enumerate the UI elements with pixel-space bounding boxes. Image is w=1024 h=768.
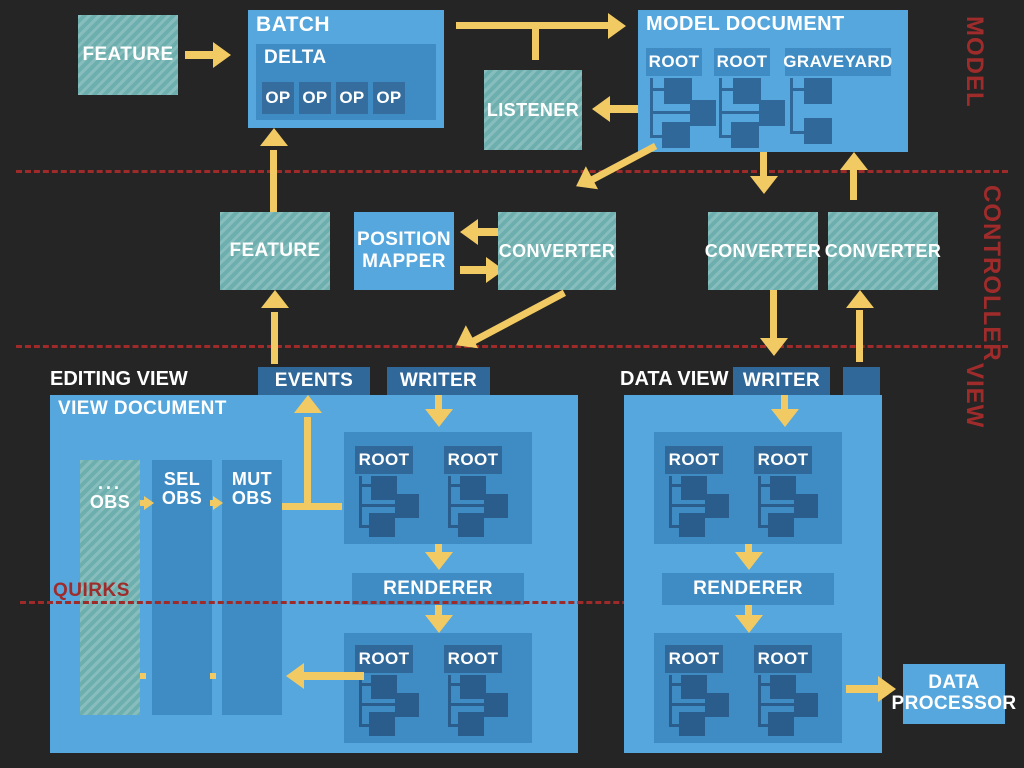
position-mapper-box[interactable]: POSITION MAPPER	[354, 212, 454, 290]
root-label: ROOT	[447, 649, 499, 669]
op-label: OP	[265, 88, 291, 108]
editing-dom-root-tree	[448, 675, 518, 736]
position-mapper-label: POSITION MAPPER	[357, 229, 451, 272]
delta-label: DELTA	[264, 47, 327, 68]
data-dom-root-box[interactable]: ROOT	[754, 645, 812, 673]
model-root-tree	[719, 78, 789, 148]
observer-box-other[interactable]: ... OBS	[80, 460, 140, 715]
data-root-box[interactable]: ROOT	[665, 446, 723, 474]
data-root-tree	[758, 476, 828, 537]
converter-label: CONVERTER	[498, 240, 616, 261]
editing-root-box[interactable]: ROOT	[444, 446, 502, 474]
model-document-label: MODEL DOCUMENT	[646, 13, 845, 35]
model-feature-box[interactable]: FEATURE	[78, 15, 178, 95]
batch-label: BATCH	[256, 13, 330, 36]
model-graveyard-label: GRAVEYARD	[783, 52, 893, 72]
listener-label: LISTENER	[486, 99, 580, 120]
model-root-label: ROOT	[648, 52, 700, 72]
editing-root-box[interactable]: ROOT	[355, 446, 413, 474]
controller-feature-box[interactable]: FEATURE	[220, 212, 330, 290]
editing-root-tree	[448, 476, 518, 537]
data-processor-box[interactable]: DATA PROCESSOR	[892, 664, 1016, 724]
root-label: ROOT	[757, 649, 809, 669]
op-box[interactable]: OP	[262, 82, 294, 114]
editing-writer-box[interactable]: WRITER	[387, 367, 490, 395]
data-view-extra-box[interactable]	[843, 367, 880, 395]
editing-view-title: EDITING VIEW	[50, 368, 188, 390]
data-dom-root-tree	[758, 675, 828, 736]
observer-line2: OBS	[89, 491, 131, 512]
editing-dom-root-box[interactable]: ROOT	[444, 645, 502, 673]
observer-line2: OBS	[231, 487, 273, 508]
root-label: ROOT	[668, 649, 720, 669]
band-label-view: VIEW	[961, 363, 988, 429]
editing-renderer-box[interactable]: RENDERER	[352, 573, 524, 605]
controller-feature-label: FEATURE	[229, 240, 321, 262]
observer-line1: MUT	[231, 469, 273, 489]
model-root-box[interactable]: ROOT	[646, 48, 702, 76]
controller-converter-box-2[interactable]: CONVERTER	[705, 212, 821, 290]
events-label: EVENTS	[274, 370, 354, 392]
op-box[interactable]: OP	[336, 82, 368, 114]
model-graveyard-box[interactable]: GRAVEYARD	[783, 48, 893, 76]
root-label: ROOT	[668, 450, 720, 470]
events-box[interactable]: EVENTS	[258, 367, 370, 395]
converter-label: CONVERTER	[824, 240, 942, 261]
data-writer-label: WRITER	[742, 370, 821, 392]
model-feature-label: FEATURE	[82, 44, 174, 66]
band-label-model: MODEL	[961, 16, 988, 108]
divider-controller-view	[16, 345, 1008, 348]
divider-model-controller	[16, 170, 1008, 173]
data-dom-root-box[interactable]: ROOT	[665, 645, 723, 673]
model-root-label: ROOT	[716, 52, 768, 72]
quirks-label: QUIRKS	[53, 580, 130, 601]
data-renderer-box[interactable]: RENDERER	[662, 573, 834, 605]
editing-root-tree	[359, 476, 429, 537]
data-root-box[interactable]: ROOT	[754, 446, 812, 474]
observer-box-sel[interactable]: SEL OBS	[152, 460, 212, 715]
data-view-title: DATA VIEW	[620, 368, 729, 390]
editing-dom-root-box[interactable]: ROOT	[355, 645, 413, 673]
op-label: OP	[376, 88, 402, 108]
data-root-tree	[669, 476, 739, 537]
editing-renderer-label: RENDERER	[383, 578, 493, 600]
model-root-tree	[650, 78, 720, 148]
op-box[interactable]: OP	[299, 82, 331, 114]
root-label: ROOT	[447, 450, 499, 470]
op-label: OP	[339, 88, 365, 108]
root-label: ROOT	[358, 649, 410, 669]
model-root-box[interactable]: ROOT	[714, 48, 770, 76]
op-box[interactable]: OP	[373, 82, 405, 114]
observer-line1: ...	[97, 473, 122, 493]
data-processor-line2: PROCESSOR	[891, 693, 1017, 714]
view-document-label: VIEW DOCUMENT	[58, 398, 227, 419]
converter-label: CONVERTER	[704, 240, 822, 261]
model-graveyard-tree	[790, 78, 860, 146]
root-label: ROOT	[757, 450, 809, 470]
editing-writer-label: WRITER	[399, 370, 478, 392]
root-label: ROOT	[358, 450, 410, 470]
data-dom-root-tree	[669, 675, 739, 736]
data-writer-box[interactable]: WRITER	[733, 367, 830, 395]
controller-converter-box-3[interactable]: CONVERTER	[825, 212, 941, 290]
controller-converter-box-1[interactable]: CONVERTER	[498, 212, 616, 290]
data-processor-line1: DATA	[928, 672, 980, 694]
band-label-controller: CONTROLLER	[978, 185, 1005, 362]
op-label: OP	[302, 88, 328, 108]
listener-box[interactable]: LISTENER	[484, 70, 582, 150]
divider-quirks	[20, 601, 880, 604]
data-renderer-label: RENDERER	[693, 578, 803, 600]
observer-line2: OBS	[161, 487, 203, 508]
editing-dom-root-tree	[359, 675, 429, 736]
observer-line1: SEL	[163, 469, 201, 489]
observer-box-mut[interactable]: MUT OBS	[222, 460, 282, 715]
